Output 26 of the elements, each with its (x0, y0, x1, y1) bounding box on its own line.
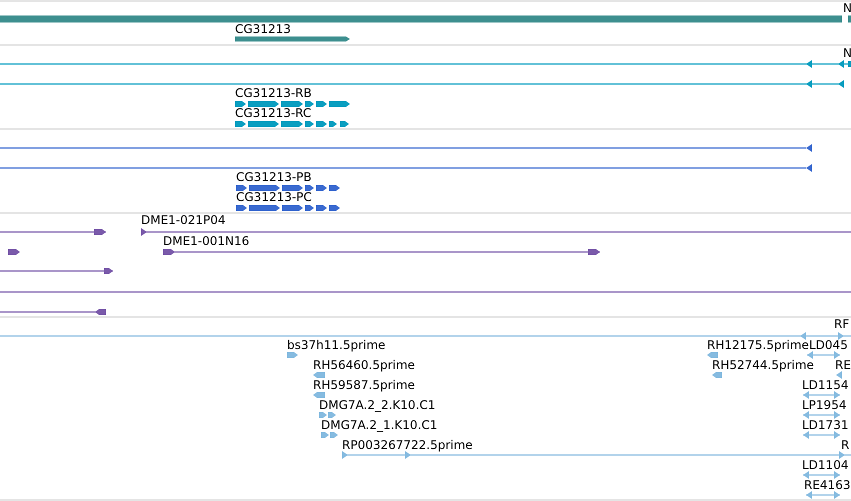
feature-label: CG31213-RC (235, 106, 312, 120)
feature-label: DME1-001N16 (163, 234, 250, 248)
feature-label: RP003267722.5prime (342, 438, 473, 452)
feature-label: LD1731 (802, 418, 848, 432)
feature-label: DME1-021P04 (141, 213, 226, 227)
feature-label: bs37h11.5prime (287, 338, 386, 352)
feature-label: R (841, 438, 850, 452)
feature-label: N (843, 46, 851, 60)
feature-label: CG31213-RB (235, 86, 312, 100)
feature-label: DMG7A.2_2.K10.C1 (319, 398, 436, 412)
feature-label: CG31213 (235, 22, 291, 36)
feature-label: LD045 (809, 338, 848, 352)
feature-label: RH12175.5prime (707, 338, 809, 352)
feature-label: RF (834, 317, 850, 331)
feature-label: LD1154 (802, 378, 848, 392)
feature-label: CG31213-PB (236, 170, 312, 184)
feature-label: CG31213-PC (236, 190, 312, 204)
feature-label: RH59587.5prime (313, 378, 415, 392)
feature-label: RH56460.5prime (313, 358, 415, 372)
feature-label: RE4163 (804, 478, 850, 492)
feature-label: N (843, 1, 851, 15)
feature-label: RH52744.5prime (712, 358, 814, 372)
feature-label: LD1104 (802, 458, 848, 472)
feature-label: RE (835, 358, 851, 372)
feature-label: DMG7A.2_1.K10.C1 (321, 418, 438, 432)
feature-label: LP1954 (802, 398, 846, 412)
